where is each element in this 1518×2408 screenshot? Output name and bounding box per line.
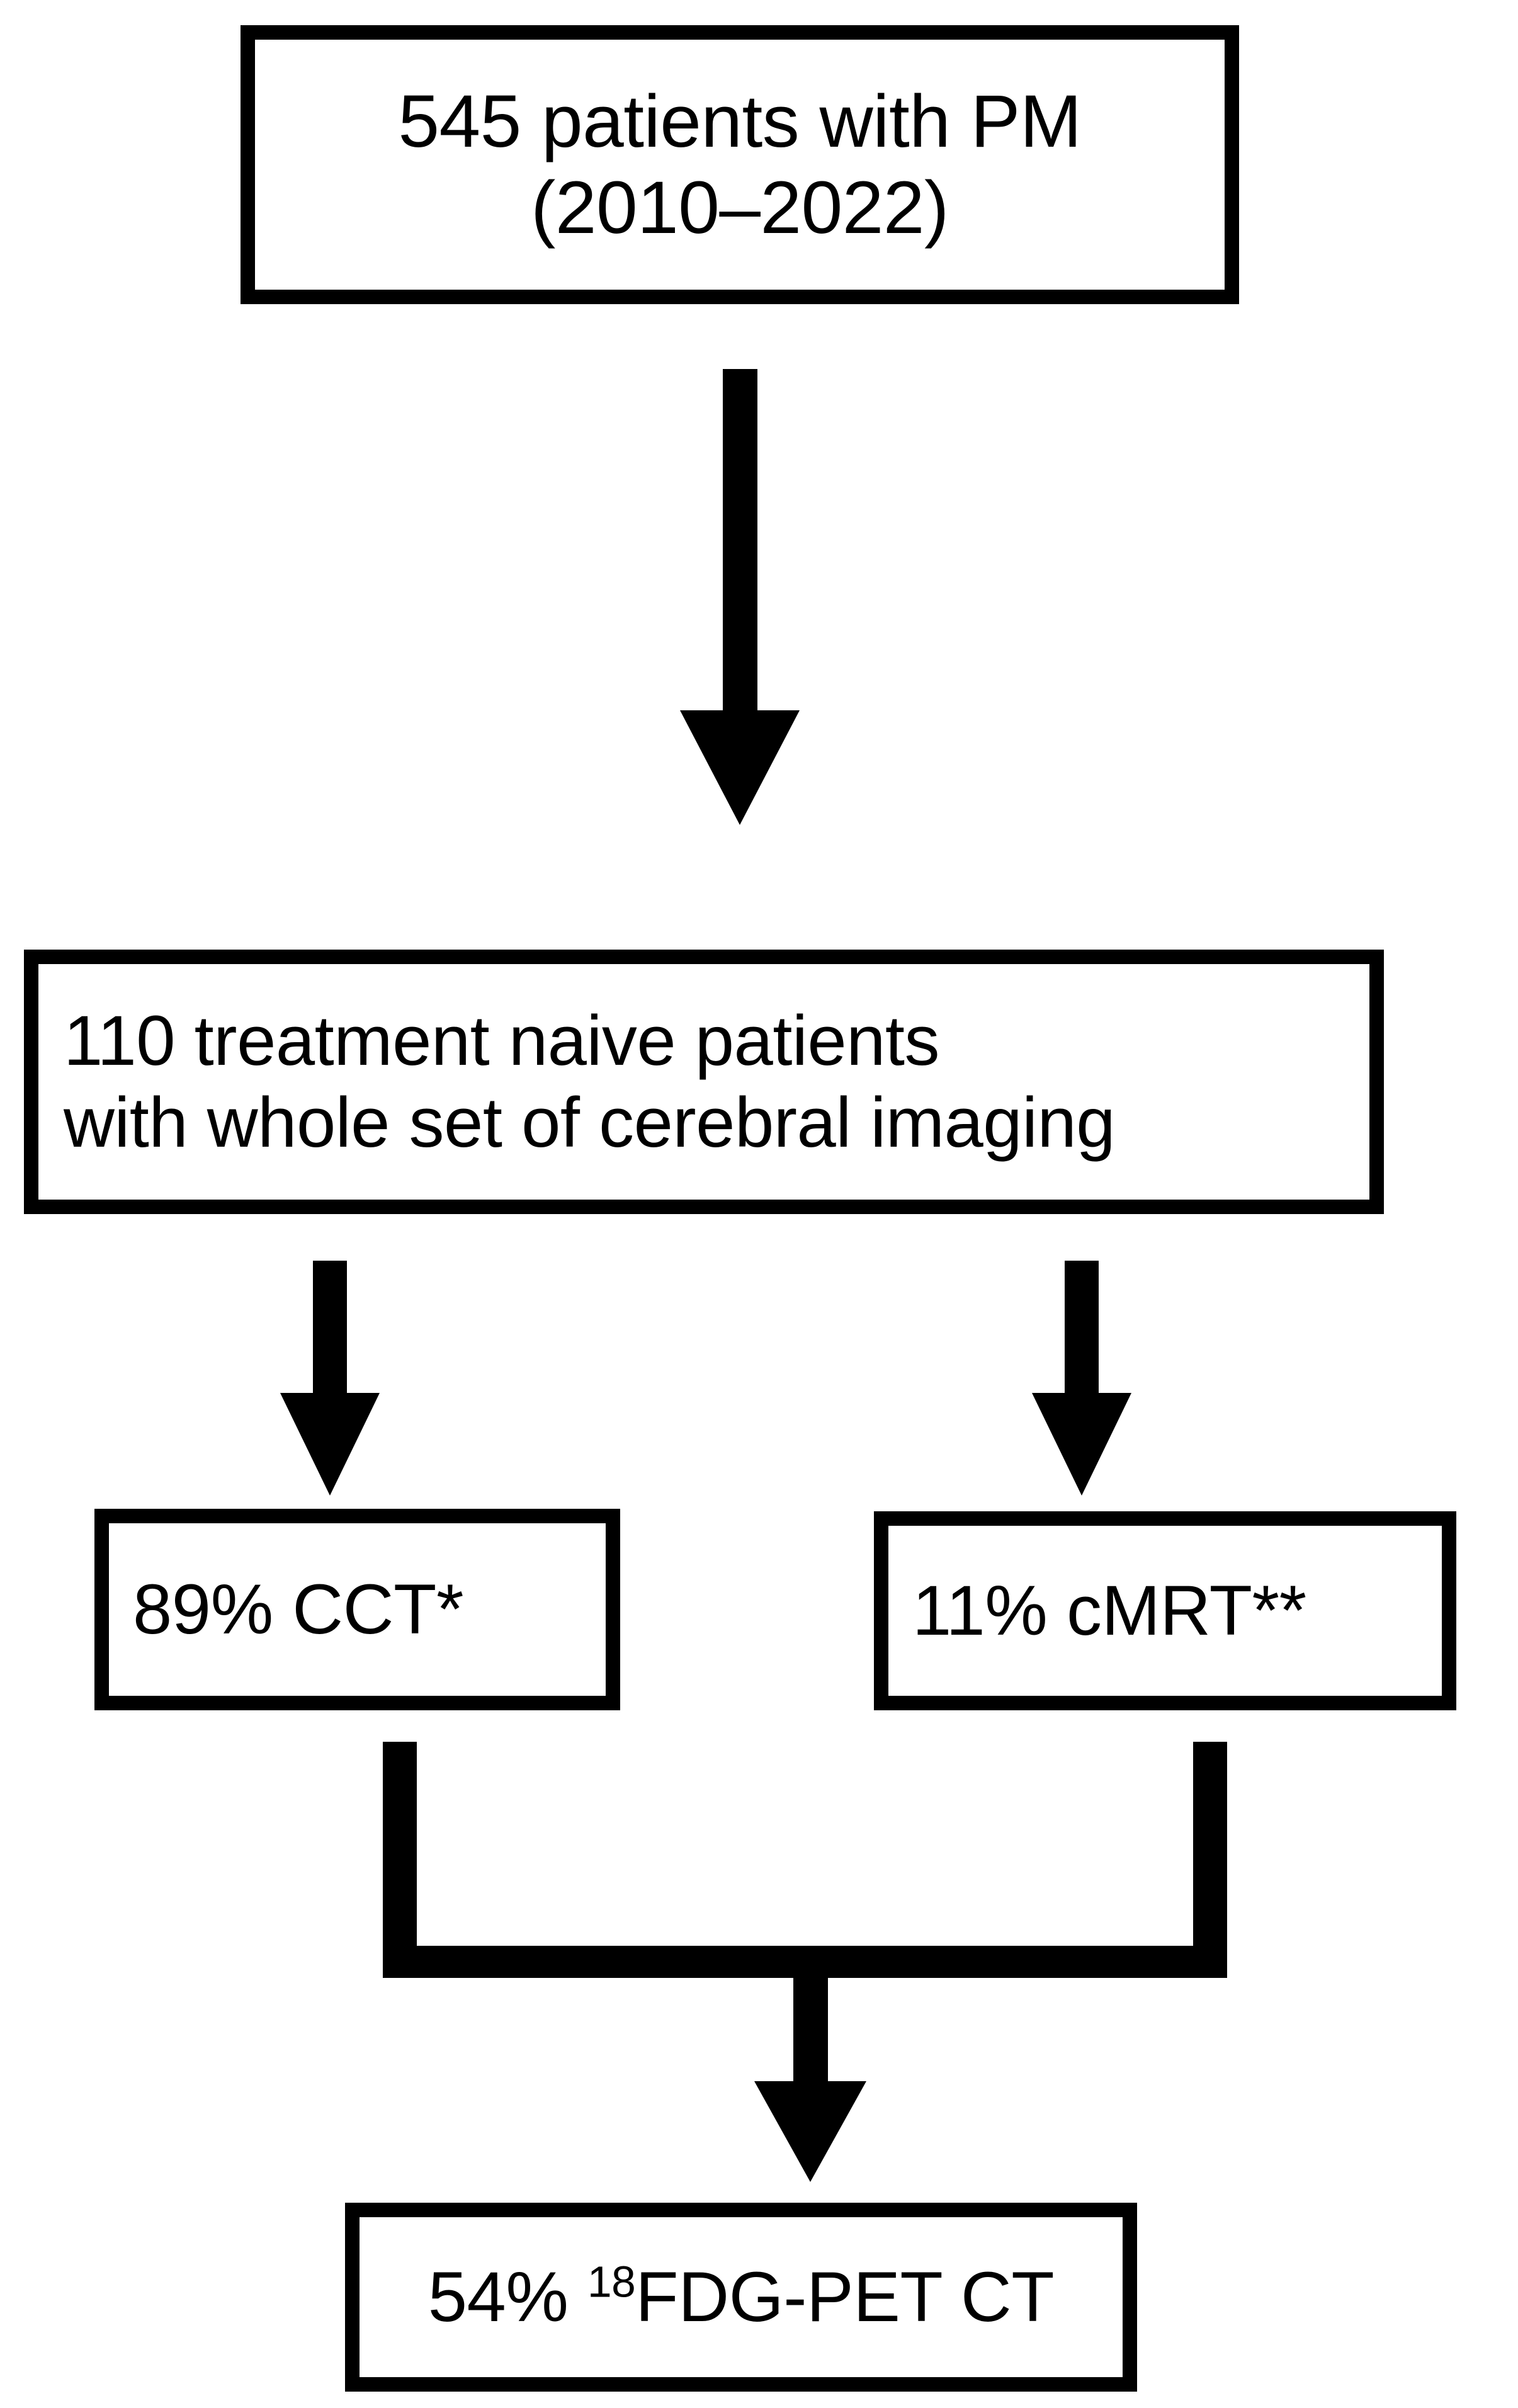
connector-cct-drop [383, 1742, 417, 1950]
connector-cmrt-drop [1193, 1742, 1227, 1950]
node-eligible: 110 treatment naive patients with whole … [24, 950, 1384, 1214]
node-pet: 54% 18FDG-PET CT [345, 2203, 1137, 2392]
node-pet-suffix: FDG-PET CT [635, 2258, 1055, 2337]
connector-merge-bar [383, 1946, 1227, 1978]
node-cct: 89% CCT* [94, 1509, 620, 1710]
node-cct-label: 89% CCT* [133, 1570, 464, 1649]
arrow-cohort-to-eligible-shaft [723, 369, 757, 712]
arrow-eligible-to-cct-head-icon [280, 1393, 380, 1496]
node-cohort-line-1: 545 patients with PM [398, 79, 1082, 163]
node-cohort-line-2: (2010–2022) [531, 166, 949, 249]
arrow-eligible-to-cct-shaft [313, 1261, 347, 1396]
node-cmrt: 11% cMRT** [874, 1511, 1456, 1710]
node-cohort: 545 patients with PM (2010–2022) [241, 25, 1239, 304]
arrow-merge-to-pet-head-icon [754, 2081, 866, 2182]
arrow-eligible-to-cmrt-head-icon [1032, 1393, 1131, 1496]
arrow-cohort-to-eligible-head-icon [680, 710, 800, 825]
arrow-eligible-to-cmrt-shaft [1065, 1261, 1099, 1396]
node-pet-isotope: 18 [587, 2257, 636, 2307]
node-pet-prefix: 54% [428, 2258, 588, 2337]
arrow-merge-to-pet-shaft [793, 1975, 828, 2085]
node-eligible-line-1: 110 treatment naive patients [64, 1001, 940, 1081]
node-cmrt-label: 11% cMRT** [912, 1571, 1306, 1650]
node-pet-label: 54% 18FDG-PET CT [428, 2256, 1055, 2338]
node-eligible-line-2: with whole set of cerebral imaging [64, 1083, 1116, 1162]
